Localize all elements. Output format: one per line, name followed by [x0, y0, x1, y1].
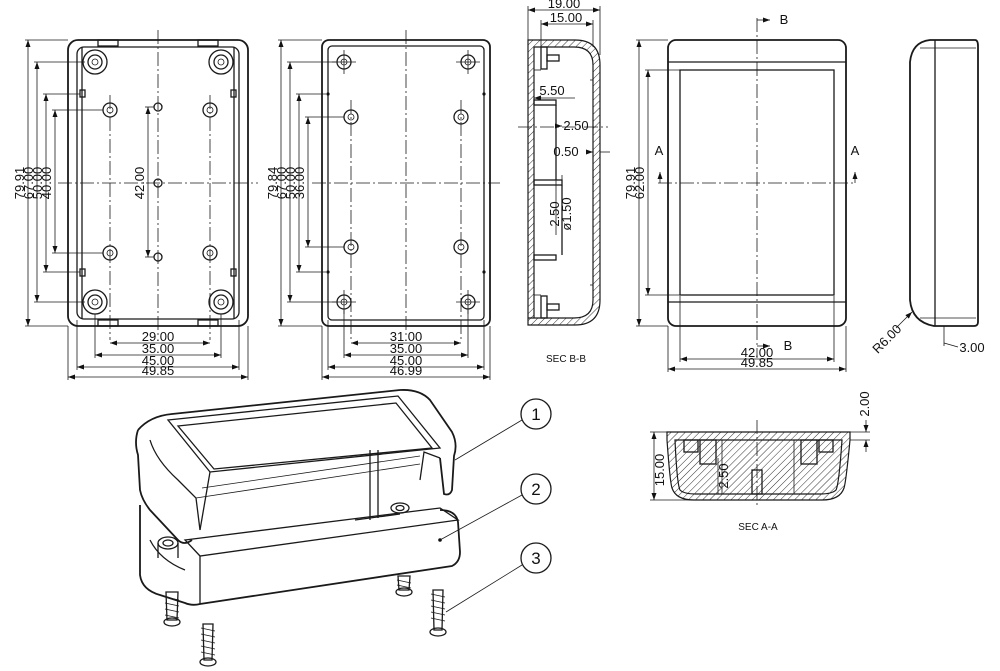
dim-sec-aa-2-50: 2.50	[716, 463, 731, 488]
part-lid	[135, 389, 457, 544]
front-view: 79.91 67.00 50.00 40.00 42.00 29.00 35.0…	[12, 30, 258, 380]
dim-front-width-35: 35.00	[142, 341, 175, 356]
corner-boss	[82, 49, 234, 315]
balloon-2-label: 2	[531, 480, 540, 499]
balloon-2	[520, 473, 552, 505]
dim-front-width-total: 49.85	[142, 363, 175, 378]
dim-front-height-42: 42.00	[132, 167, 147, 200]
cut-label-a-left: A	[655, 143, 664, 158]
section-aa-caption: SEC A-A	[738, 522, 778, 533]
part-screws	[163, 575, 447, 667]
cut-label-b-top: B	[780, 12, 789, 27]
dim-sec-bb-dia-1-50: ø1.50	[559, 197, 574, 230]
section-aa-view: 2.00 15.00 2.50 SEC A-A	[650, 391, 872, 533]
back-view: 79.84 67.00 50.00 36.00 31.00 35.00 45.0…	[265, 30, 500, 380]
screw	[429, 589, 447, 637]
dim-sec-aa-2: 2.00	[857, 391, 872, 416]
dim-front-height-50: 50.00	[30, 167, 45, 200]
dim-sec-bb-0-50: 0.50	[553, 144, 578, 159]
cut-label-b-bottom: B	[784, 338, 793, 353]
dim-top-width-42: 42.00	[741, 345, 774, 360]
dim-back-width-35: 35.00	[390, 341, 423, 356]
balloon-3	[520, 542, 552, 574]
dim-front-height-67: 67.00	[21, 167, 36, 200]
section-bb-view: 19.00 15.00 5.50 2.50 0.50 2.50 ø1.50 SE…	[518, 0, 610, 365]
screw	[163, 591, 181, 627]
dim-back-height-36: 36.00	[292, 167, 307, 200]
balloon-3-label: 3	[531, 549, 540, 568]
dim-front-height-total: 79.91	[12, 167, 27, 200]
dim-back-height-total: 79.84	[265, 167, 280, 200]
dim-sec-bb-width-19: 19.00	[548, 0, 581, 11]
dim-back-height-67: 67.00	[274, 167, 289, 200]
dim-back-width-31: 31.00	[390, 329, 423, 344]
dim-back-width-45: 45.00	[390, 353, 423, 368]
dim-front-width-29: 29.00	[142, 329, 175, 344]
dim-back-height-50: 50.00	[283, 167, 298, 200]
balloon-1	[520, 398, 552, 430]
dim-sec-bb-5-50: 5.50	[539, 83, 564, 98]
dim-top-width-total: 49.85	[741, 355, 774, 370]
side-view: R6.00 3.00	[869, 39, 985, 356]
section-bb-caption: SEC B-B	[546, 354, 586, 365]
dim-side-radius: R6.00	[869, 321, 904, 356]
top-view: B B A A 79.91 62.00 42.00 49.85	[623, 12, 860, 372]
screw	[199, 623, 217, 667]
dim-top-height-62: 62.00	[632, 167, 647, 200]
dim-sec-bb-2-50b: 2.50	[547, 201, 562, 226]
dim-sec-bb-2-50a: 2.50	[563, 118, 588, 133]
dim-sec-bb-width-15: 15.00	[550, 10, 583, 25]
dim-front-height-40: 40.00	[39, 167, 54, 200]
isometric-exploded-view: 1 2 3	[135, 389, 552, 667]
dim-side-3: 3.00	[959, 340, 984, 355]
screw	[395, 575, 413, 597]
dim-top-height-total: 79.91	[623, 167, 638, 200]
dim-back-width-total: 46.99	[390, 363, 423, 378]
dim-front-width-45: 45.00	[142, 353, 175, 368]
cut-label-a-right: A	[851, 143, 860, 158]
balloon-1-label: 1	[531, 405, 540, 424]
part-base	[139, 450, 461, 606]
dim-sec-aa-15: 15.00	[652, 454, 667, 487]
